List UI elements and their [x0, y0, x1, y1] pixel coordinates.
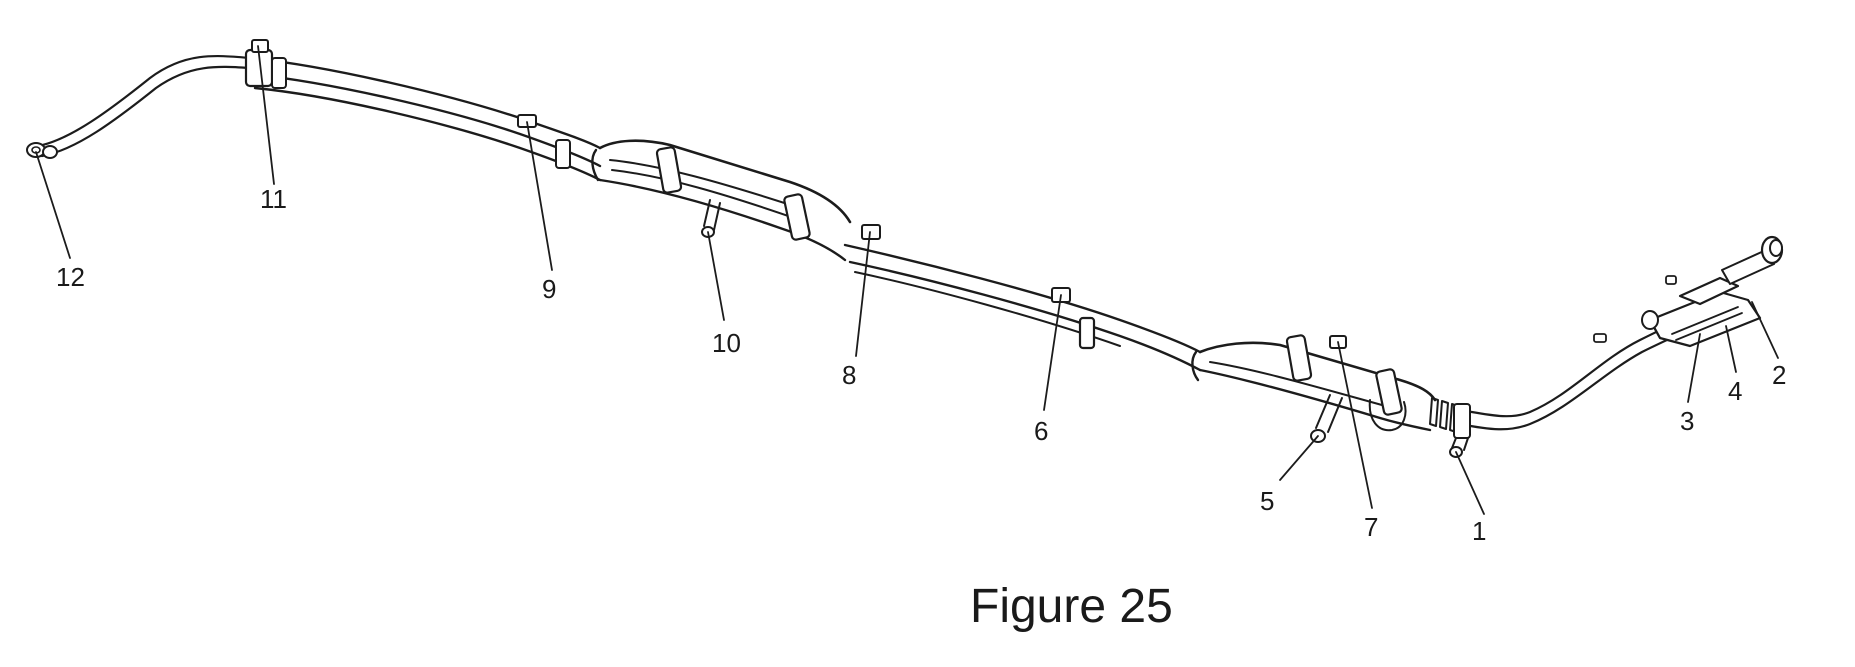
callout-9: 9: [542, 274, 556, 304]
left-lead-cable: [26, 55, 252, 159]
callout-10: 10: [712, 328, 741, 358]
callout-4: 4: [1728, 376, 1742, 406]
main-harness-trunk: [244, 39, 1459, 443]
callout-7: 7: [1364, 512, 1378, 542]
callout-11: 11: [260, 184, 287, 214]
callout-labels: 1 2 3 4 5 6 7 8 9 10 11 12: [56, 184, 1786, 546]
callout-1: 1: [1472, 516, 1486, 546]
callout-8: 8: [842, 360, 856, 390]
callout-5: 5: [1260, 486, 1274, 516]
figure-caption: Figure 25: [970, 580, 1173, 633]
leader-lines: [35, 45, 1779, 515]
connector-assembly: [1641, 235, 1784, 348]
callout-12: 12: [56, 262, 85, 292]
callout-6: 6: [1034, 416, 1048, 446]
callout-3: 3: [1680, 406, 1694, 436]
callout-2: 2: [1772, 360, 1786, 390]
